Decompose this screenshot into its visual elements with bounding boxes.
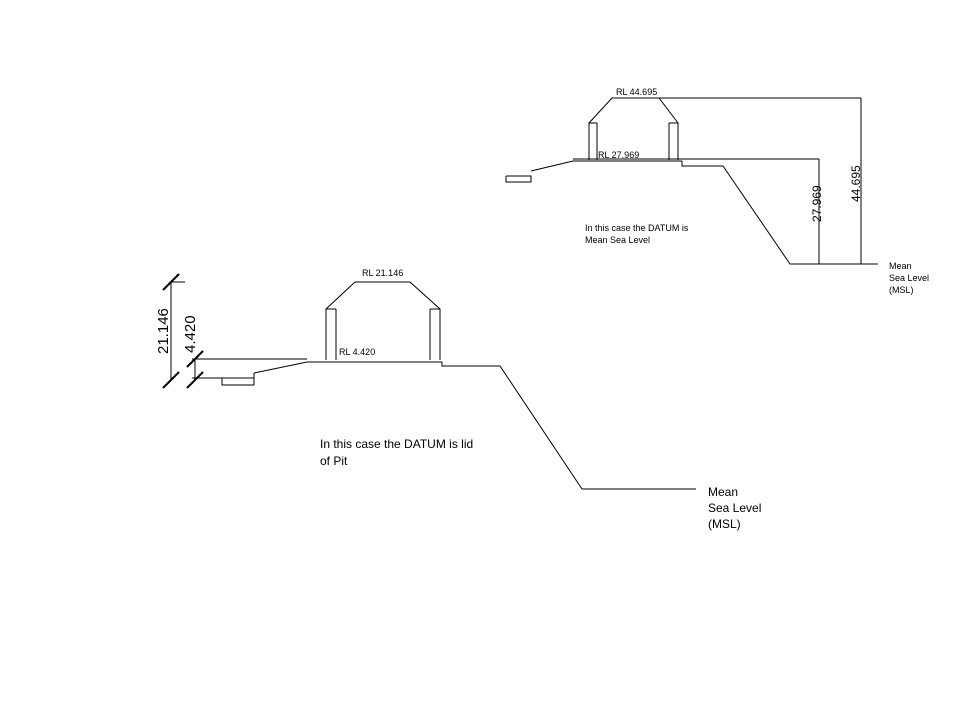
upper-datum-note-line1: In this case the DATUM is (585, 223, 689, 233)
lower-section: RL 21.146 RL 4.420 21.146 4.420 In this … (155, 268, 761, 531)
upper-section: RL 44.695 RL 27.969 27.969 44.695 In thi… (505, 87, 929, 295)
upper-roof-level-label: RL 44.695 (616, 87, 657, 97)
upper-dim-roof-value: 44.695 (849, 165, 863, 202)
upper-floor-level-label: RL 27.969 (598, 150, 639, 160)
upper-msl-label-line3: (MSL) (889, 285, 914, 295)
lower-msl-label-line1: Mean (708, 485, 738, 499)
upper-ground-left (530, 160, 682, 172)
upper-dim-floor-value: 27.969 (810, 185, 824, 222)
upper-msl-label-line1: Mean (889, 261, 912, 271)
lower-dim-tick-roof-top (162, 273, 180, 291)
lower-ground-left (253, 361, 442, 374)
lower-dim-tick-floor-bottom (186, 371, 204, 389)
lower-ground-right (441, 362, 696, 490)
lower-dim-floor-value: 4.420 (182, 315, 199, 353)
upper-pit (505, 175, 532, 183)
upper-msl-label-line2: Sea Level (889, 273, 929, 283)
lower-datum-note-line2: of Pit (320, 454, 348, 468)
lower-roof-level-label: RL 21.146 (362, 268, 403, 278)
upper-house-outline (588, 97, 679, 160)
lower-dim-tick-roof-bottom (162, 371, 180, 389)
lower-house-outline (325, 281, 441, 360)
lower-pit (221, 378, 255, 386)
upper-datum-note-line2: Mean Sea Level (585, 235, 650, 245)
lower-dim-roof-value: 21.146 (155, 308, 172, 354)
lower-msl-label-line2: Sea Level (708, 501, 761, 515)
lower-datum-note-line1: In this case the DATUM is lid (320, 437, 473, 451)
lower-msl-label-line3: (MSL) (708, 517, 741, 531)
lower-dim-tick-floor-top (186, 350, 204, 368)
lower-floor-level-label: RL 4.420 (339, 347, 375, 357)
